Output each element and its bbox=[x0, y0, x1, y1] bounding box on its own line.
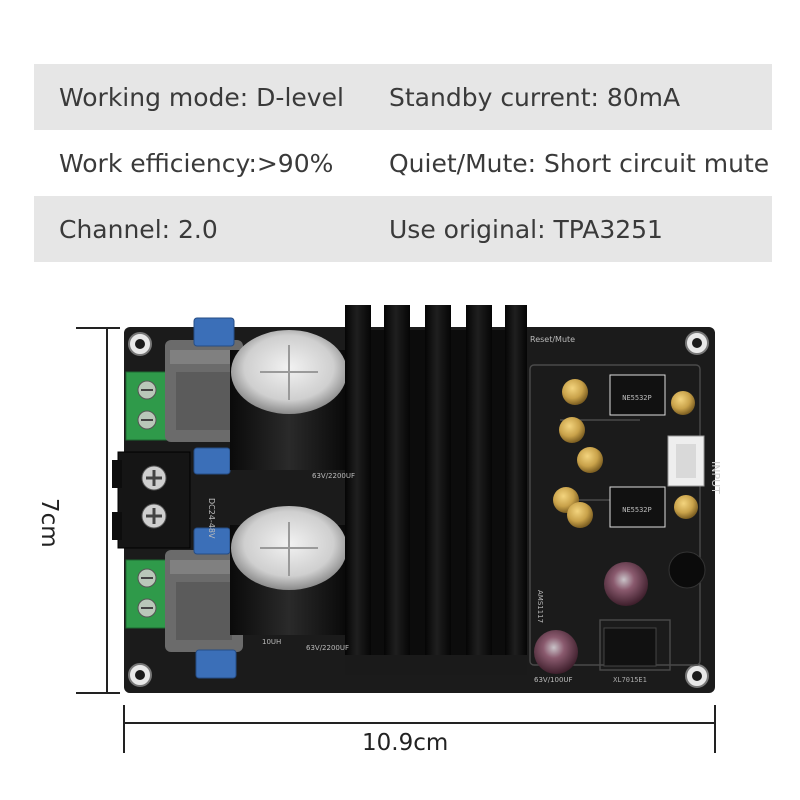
spec-working-mode: Working mode: D-level bbox=[59, 82, 344, 112]
opamp-label-2: NE5532P bbox=[622, 506, 652, 514]
opamp-chips: NE5532P NE5532P bbox=[609, 374, 666, 528]
input-label: INPUT bbox=[709, 461, 722, 494]
speaker-terminal-top bbox=[125, 371, 169, 441]
ams-label: AMS1117 bbox=[536, 590, 544, 623]
spec-channel: Channel: 2.0 bbox=[59, 214, 218, 244]
width-dimension-label: 10.9cm bbox=[362, 730, 449, 756]
regulator-chip bbox=[603, 627, 657, 667]
mounting-holes bbox=[128, 331, 709, 688]
spec-quiet-mute: Quiet/Mute: Short circuit mute bbox=[389, 148, 770, 178]
spec-use-original: Use original: TPA3251 bbox=[389, 214, 663, 244]
spec-standby-current: Standby current: 80mA bbox=[389, 82, 681, 112]
opamp-label-1: NE5532P bbox=[622, 394, 652, 402]
power-terminal bbox=[112, 451, 191, 549]
width-dimension-line bbox=[123, 722, 715, 724]
input-connector: INPUT bbox=[667, 435, 722, 494]
spec-row-3: Channel: 2.0 Use original: TPA3251 bbox=[34, 196, 772, 262]
inductor-top bbox=[165, 340, 243, 442]
inductor-bottom bbox=[165, 550, 243, 652]
width-dimension-right-tick bbox=[714, 705, 716, 753]
black-inductor bbox=[668, 551, 706, 589]
height-dimension-bottom-tick bbox=[76, 692, 120, 694]
width-dimension-left-tick bbox=[123, 705, 125, 753]
dc-voltage-label: DC24-48V bbox=[207, 498, 216, 539]
spec-work-efficiency: Work efficiency:>90% bbox=[59, 148, 334, 178]
reset-mute-label: Reset/Mute bbox=[530, 335, 575, 344]
height-dimension-line bbox=[106, 327, 108, 693]
blue-capacitors bbox=[193, 317, 237, 679]
spec-row-2: Work efficiency:>90% Quiet/Mute: Short c… bbox=[34, 130, 772, 196]
cap-rating-small: 63V/100UF bbox=[534, 676, 573, 684]
speaker-terminal-bottom bbox=[125, 559, 169, 629]
regulator-label: XL7015E1 bbox=[613, 676, 647, 684]
inductor-label: 10UH bbox=[262, 638, 281, 646]
cap-rating-top: 63V/2200UF bbox=[312, 472, 355, 480]
height-dimension-top-tick bbox=[76, 327, 120, 329]
spec-row-1: Working mode: D-level Standby current: 8… bbox=[34, 64, 772, 130]
electrolytic-capacitor-bottom bbox=[230, 506, 348, 635]
electrolytic-capacitor-top bbox=[230, 330, 348, 470]
spec-table: Working mode: D-level Standby current: 8… bbox=[34, 64, 772, 262]
heatsink bbox=[345, 305, 527, 675]
gold-capacitors bbox=[553, 379, 698, 528]
cap-rating-bottom: 63V/2200UF bbox=[306, 644, 349, 652]
maroon-capacitors bbox=[534, 562, 648, 674]
